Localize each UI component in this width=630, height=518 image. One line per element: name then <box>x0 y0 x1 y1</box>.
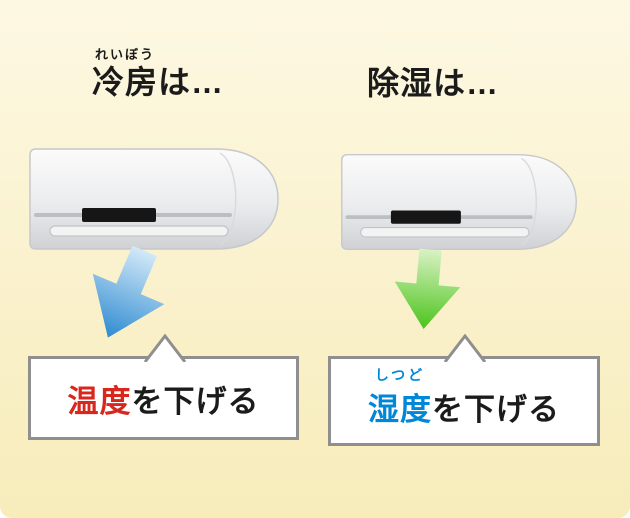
right-bubble-suffix: を下げる <box>432 391 560 427</box>
right-speech-bubble: しつど湿度を下げる <box>328 334 600 446</box>
right-bubble-furigana: しつど <box>374 366 426 383</box>
left-heading-furigana: れいぼう <box>95 47 156 62</box>
down-arrow-icon <box>394 248 461 330</box>
air-conditioner-left-icon <box>29 148 279 250</box>
bubble-pointer-icon <box>443 334 487 362</box>
left-bubble-highlight: 温度 <box>67 383 132 419</box>
left-heading: れいぼう 冷房は… <box>92 46 224 101</box>
left-heading-title: 冷房は… <box>92 64 225 100</box>
right-bubble-highlight: 湿度 <box>368 391 432 427</box>
down-left-arrow-icon <box>92 245 165 338</box>
air-conditioner-right-icon <box>341 154 577 250</box>
bubble-pointer-icon <box>143 334 187 362</box>
right-bubble-text: しつど湿度を下げる <box>368 368 560 429</box>
left-bubble-suffix: を下げる <box>131 383 260 419</box>
right-heading: 除湿は… <box>367 64 499 102</box>
right-heading-title: 除湿は… <box>367 65 500 101</box>
left-bubble-text: 温度を下げる <box>68 376 260 421</box>
left-speech-bubble: 温度を下げる <box>28 334 299 440</box>
right-bubble-ruby: しつど湿度 <box>368 368 432 429</box>
